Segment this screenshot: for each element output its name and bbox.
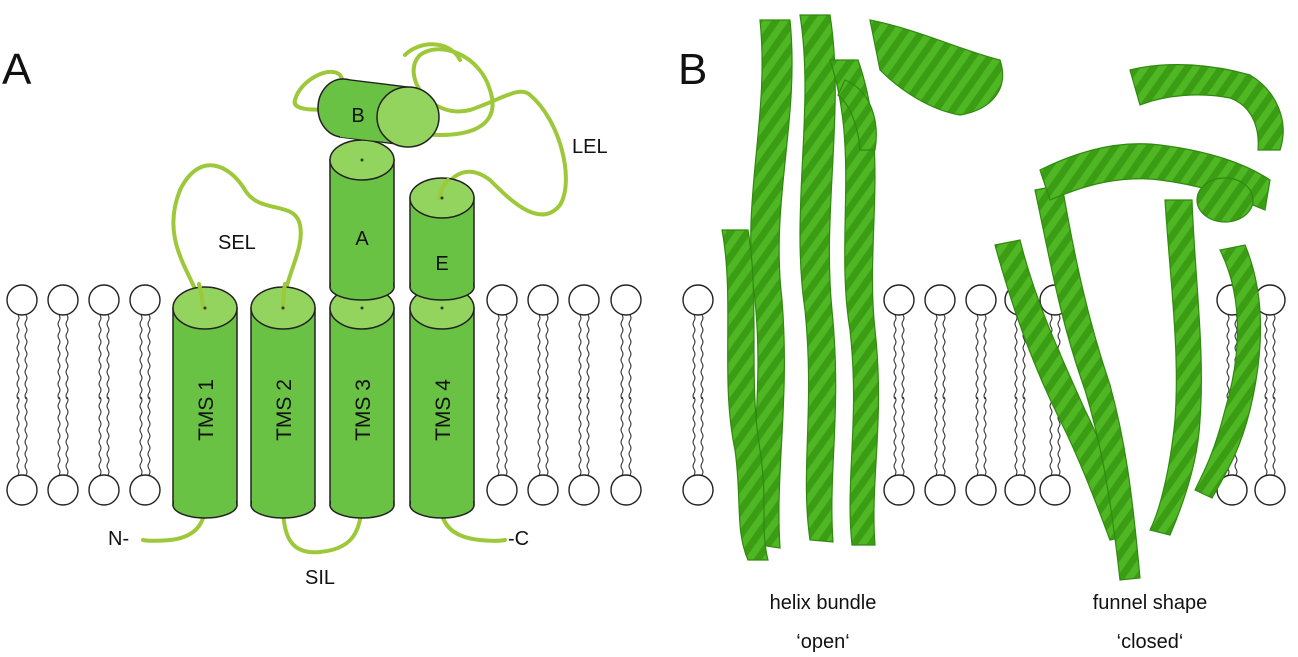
helix-a-label: A [355, 228, 369, 250]
tms1-label: TMS 1 [195, 379, 218, 441]
open-structure-state: ‘open‘ [796, 631, 849, 653]
lel-loop-top [405, 44, 460, 60]
closed-structure-state: ‘closed‘ [1117, 631, 1184, 653]
helix-tms3: TMS 3 [330, 287, 394, 518]
sil-label: SIL [305, 567, 335, 589]
helix-e-label: E [435, 253, 448, 275]
lel-label: LEL [572, 136, 608, 158]
panel-a-letter: A [2, 45, 32, 94]
tms4-label: TMS 4 [432, 379, 455, 441]
n-terminus-label: N- [108, 528, 129, 550]
panel-a: A TMS 1 [2, 44, 641, 589]
panel-b: B [678, 15, 1285, 653]
sel-label: SEL [218, 232, 256, 254]
helix-tms1: TMS 1 [173, 287, 237, 518]
tms2-label: TMS 2 [273, 379, 296, 441]
panel-b-letter: B [678, 45, 707, 94]
c-terminus-label: -C [508, 528, 529, 550]
helix-tms2: TMS 2 [251, 287, 315, 518]
membrane-lipids-right [487, 285, 641, 505]
tms3-label: TMS 3 [352, 379, 375, 441]
helix-a: A [330, 140, 394, 300]
open-helix-bundle-structure [722, 15, 1003, 560]
open-structure-caption: helix bundle [770, 592, 877, 614]
closed-structure-caption: funnel shape [1093, 592, 1208, 614]
helix-b-label: B [351, 105, 364, 127]
membrane-lipids-left [7, 285, 160, 505]
helix-tms4: TMS 4 [410, 287, 474, 518]
helix-b: B [318, 79, 439, 147]
